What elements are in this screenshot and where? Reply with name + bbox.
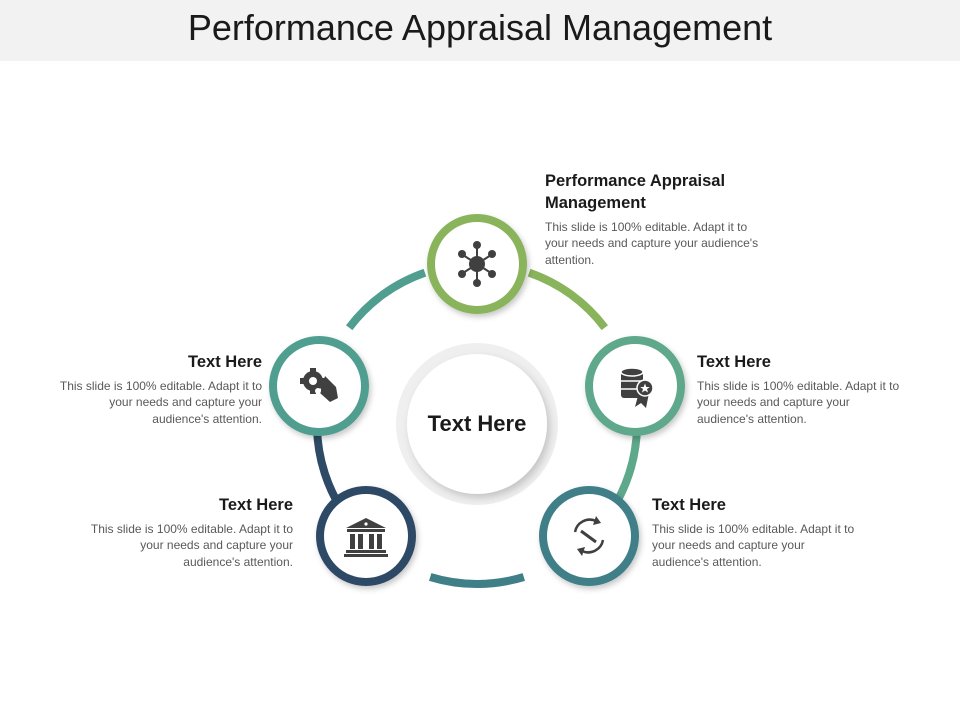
bank-building-icon — [344, 518, 388, 557]
block-heading: Text Here — [652, 496, 726, 514]
block-heading: Performance Appraisal Management — [545, 172, 726, 212]
text-block-4: Text Here This slide is 100% editable. A… — [88, 494, 293, 570]
database-award-icon — [620, 367, 654, 408]
block-body: This slide is 100% editable. Adapt it to… — [697, 379, 900, 426]
network-hub-icon — [458, 241, 496, 287]
node-5 — [269, 336, 369, 436]
page-title: Performance Appraisal Management — [187, 7, 773, 48]
center-label: Text Here — [427, 411, 527, 436]
connector-arc-5 — [346, 268, 427, 331]
node-4 — [316, 486, 416, 586]
connector-arc-3 — [429, 573, 525, 588]
block-body: This slide is 100% editable. Adapt it to… — [90, 522, 293, 569]
gear-wrench-icon — [300, 368, 338, 402]
block-body: This slide is 100% editable. Adapt it to… — [652, 522, 855, 569]
block-body: This slide is 100% editable. Adapt it to… — [545, 220, 759, 267]
clock-cycle-icon — [573, 516, 605, 556]
text-block-3: Text Here This slide is 100% editable. A… — [652, 494, 857, 570]
connector-arc-1 — [527, 268, 608, 331]
node-2 — [585, 336, 685, 436]
block-heading: Text Here — [219, 496, 293, 514]
title-bar — [0, 0, 960, 61]
node-1 — [427, 214, 527, 314]
block-body: This slide is 100% editable. Adapt it to… — [59, 379, 262, 426]
block-heading: Text Here — [188, 353, 262, 371]
text-block-1: Performance Appraisal Management This sl… — [545, 170, 760, 268]
center-disc — [407, 354, 547, 494]
block-heading: Text Here — [697, 353, 771, 371]
text-block-5: Text Here This slide is 100% editable. A… — [57, 351, 262, 427]
node-3 — [539, 486, 639, 586]
text-block-2: Text Here This slide is 100% editable. A… — [697, 351, 902, 427]
